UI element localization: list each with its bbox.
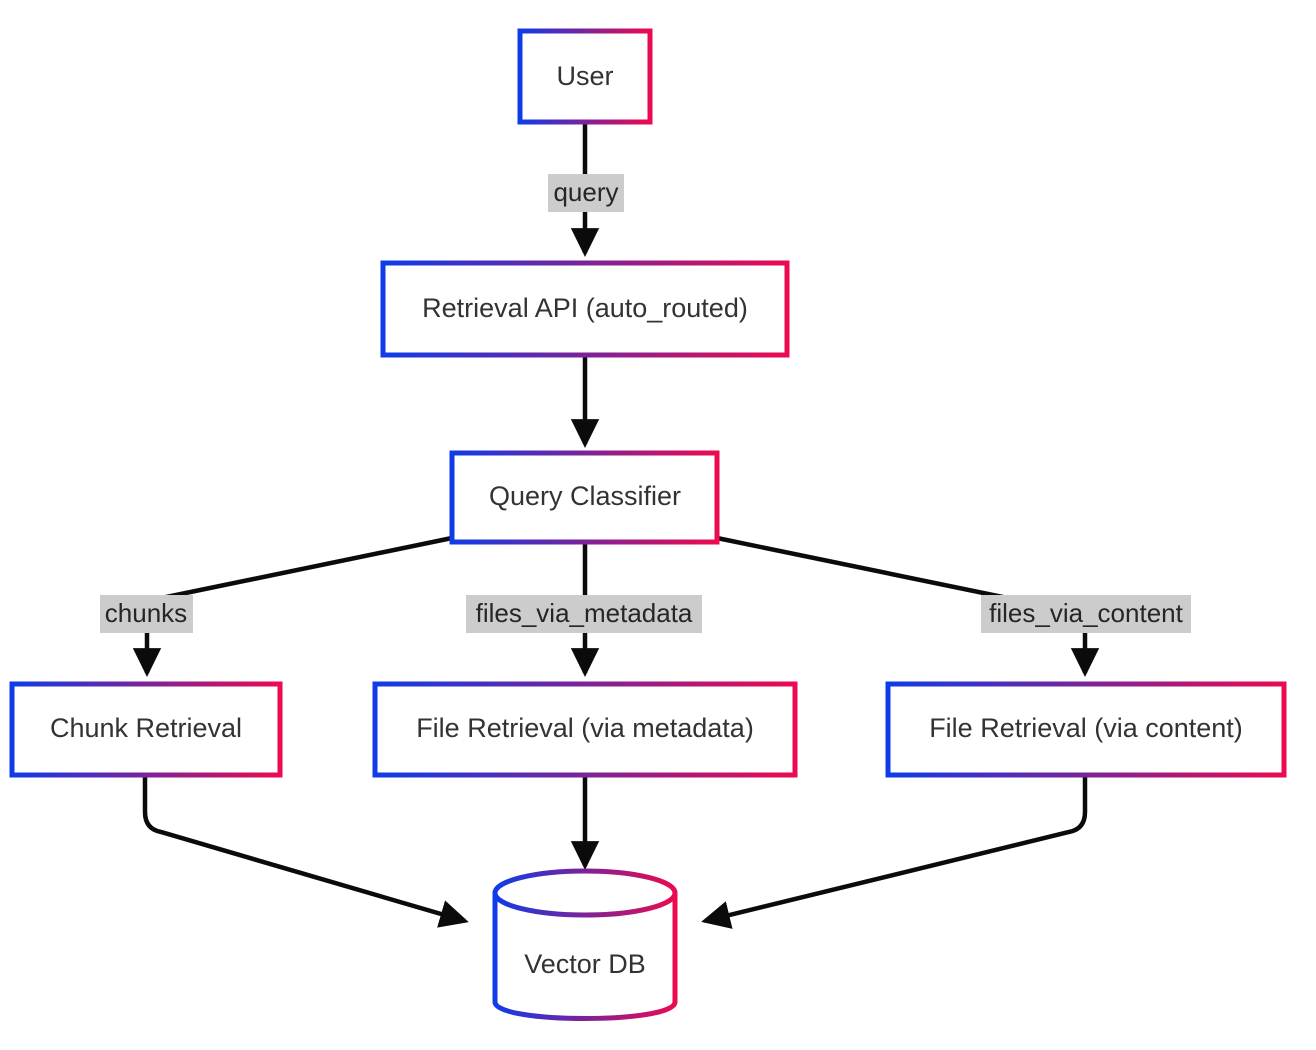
- node-chunk-retrieval[interactable]: Chunk Retrieval: [9, 681, 283, 778]
- node-query-classifier-label: Query Classifier: [489, 481, 681, 511]
- node-vector-db-top: [492, 868, 678, 918]
- edge-label-query-bg: [548, 174, 624, 212]
- edge-label-chunks: chunks: [100, 595, 193, 633]
- node-query-classifier-shape: [449, 450, 720, 545]
- edge-query-classifier-to-chunk-retrieval: [146, 535, 453, 604]
- edge-chunk-retrieval-to-vector-db: [142, 775, 469, 928]
- edge-label-files-via-metadata: files_via_metadata: [466, 595, 702, 633]
- node-file-retrieval-metadata-shape: [372, 681, 798, 778]
- node-retrieval-api-label: Retrieval API (auto_routed): [422, 293, 748, 323]
- edge-label-files-via-content-text: files_via_content: [989, 598, 1183, 628]
- edge-label-chunks-text: chunks: [105, 598, 187, 628]
- node-user[interactable]: User: [517, 28, 653, 125]
- node-user-label: User: [556, 61, 613, 91]
- node-file-retrieval-content-shape: [885, 681, 1287, 778]
- edge-label-query-text: query: [553, 177, 618, 207]
- node-file-retrieval-content-label: File Retrieval (via content): [929, 713, 1243, 743]
- edge-label-files-via-content: files_via_content: [981, 595, 1191, 633]
- edge-query-classifier-to-file-retrieval-content: [716, 535, 1023, 604]
- edge-file-retrieval-content-to-vector-db: [701, 775, 1088, 929]
- node-retrieval-api-shape: [380, 260, 790, 358]
- node-file-retrieval-metadata-label: File Retrieval (via metadata): [416, 713, 754, 743]
- edge-label-query: query: [548, 174, 624, 212]
- edge-label-files-via-metadata-bg: [466, 595, 702, 633]
- node-retrieval-api[interactable]: Retrieval API (auto_routed): [380, 260, 790, 358]
- edge-label-files-via-content-bg: [981, 595, 1191, 633]
- node-chunk-retrieval-shape: [9, 681, 283, 778]
- node-query-classifier[interactable]: Query Classifier: [449, 450, 720, 545]
- node-vector-db[interactable]: Vector DB: [492, 868, 678, 1021]
- node-file-retrieval-metadata[interactable]: File Retrieval (via metadata): [372, 681, 798, 778]
- edge-label-chunks-bg: [100, 595, 193, 633]
- node-user-shape: [517, 28, 653, 125]
- node-chunk-retrieval-label: Chunk Retrieval: [50, 713, 242, 743]
- node-file-retrieval-content[interactable]: File Retrieval (via content): [885, 681, 1287, 778]
- node-vector-db-label: Vector DB: [524, 949, 646, 979]
- edge-label-files-via-metadata-text: files_via_metadata: [476, 598, 693, 628]
